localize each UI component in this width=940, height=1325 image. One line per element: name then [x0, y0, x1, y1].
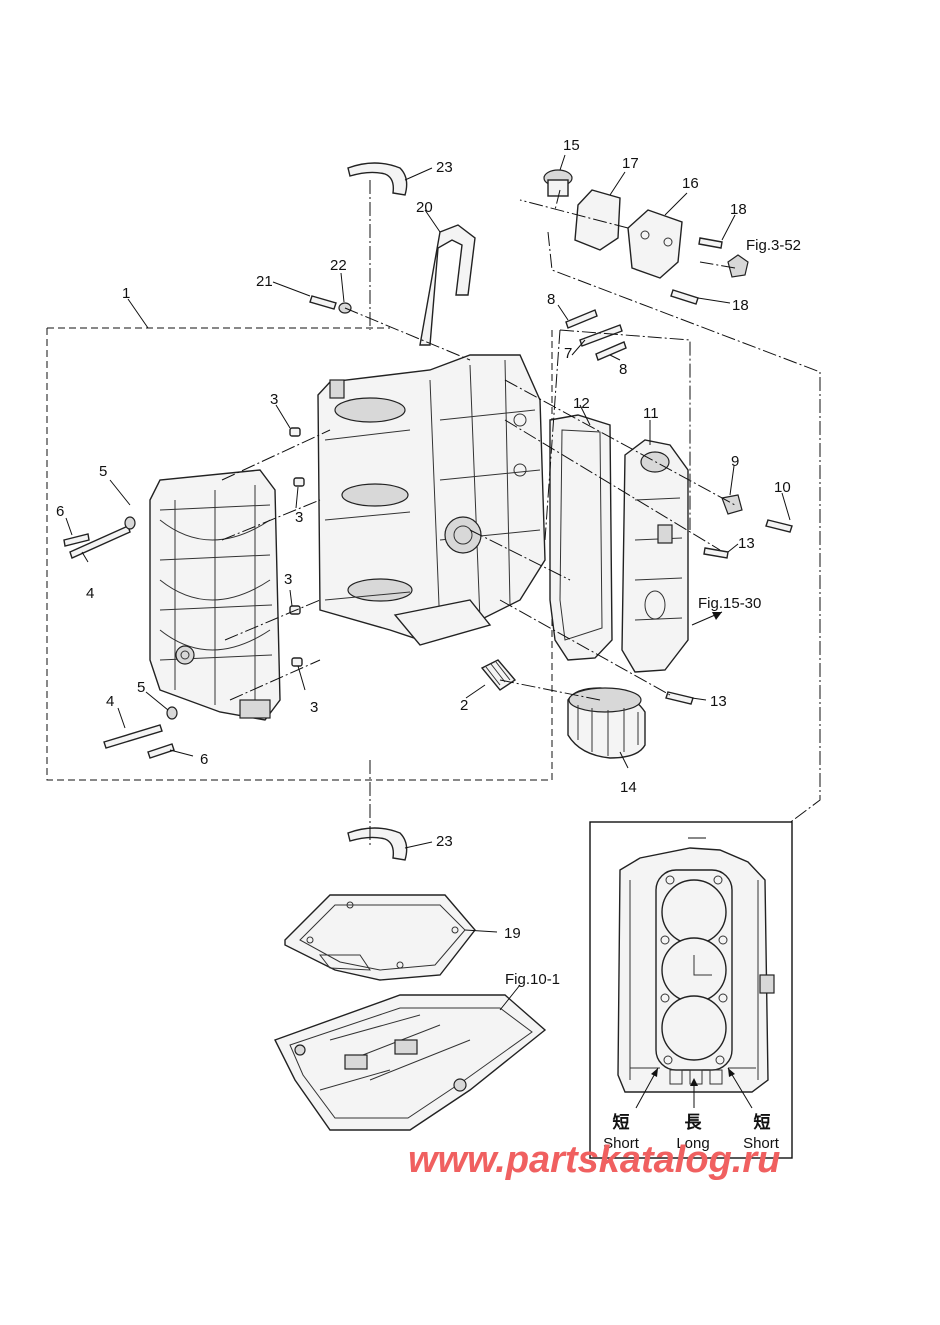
callout-labels: 1 2 3 3 3 3 4 4 5 5 6 6 7 8 8 9 10 11 12… — [56, 137, 791, 942]
bolt-6b[interactable] — [147, 743, 175, 759]
callout-17[interactable]: 17 — [622, 155, 639, 172]
gasket-12-drawing[interactable] — [549, 414, 613, 661]
bolt-6a[interactable] — [63, 533, 90, 547]
callout-3a[interactable]: 3 — [270, 391, 278, 408]
ref-fig-10-1[interactable]: Fig.10-1 — [505, 971, 560, 988]
inset-middle-kanji: 長 — [685, 1113, 703, 1133]
bolt-18a[interactable] — [698, 237, 723, 249]
cylinder-block-drawing[interactable] — [317, 354, 546, 646]
callout-10[interactable]: 10 — [774, 479, 791, 496]
thermostat-15-drawing[interactable] — [543, 169, 573, 197]
callout-3d[interactable]: 3 — [310, 699, 318, 716]
group-1-boundary — [46, 327, 553, 781]
callout-20[interactable]: 20 — [416, 199, 433, 216]
callout-3b[interactable]: 3 — [295, 509, 303, 526]
washer-5b[interactable] — [166, 706, 178, 720]
callout-8b[interactable]: 8 — [619, 361, 627, 378]
callout-9[interactable]: 9 — [731, 453, 739, 470]
inset-left-label: Short — [603, 1135, 640, 1152]
callout-15[interactable]: 15 — [563, 137, 580, 154]
bolt-13a[interactable] — [703, 547, 729, 559]
bolt-13b[interactable] — [665, 691, 694, 705]
crankcase-drawing[interactable] — [149, 469, 281, 721]
callout-21[interactable]: 21 — [256, 273, 273, 290]
plug-2-drawing[interactable] — [480, 659, 517, 691]
dowel-pin-3b[interactable] — [293, 477, 305, 487]
callout-2[interactable]: 2 — [460, 697, 468, 714]
callout-13b[interactable]: 13 — [710, 693, 727, 710]
callout-3c[interactable]: 3 — [284, 571, 292, 588]
callout-6b[interactable]: 6 — [200, 751, 208, 768]
leader-lines — [65, 154, 791, 1011]
callout-22[interactable]: 22 — [330, 257, 347, 274]
callout-4a[interactable]: 4 — [86, 585, 94, 602]
callout-19[interactable]: 19 — [504, 925, 521, 942]
callout-18b[interactable]: 18 — [732, 297, 749, 314]
oil-level-gauge-20-drawing[interactable] — [419, 224, 476, 346]
pin-7[interactable] — [579, 324, 623, 347]
thermostat-cover-16-drawing[interactable] — [627, 209, 683, 279]
callout-1[interactable]: 1 — [122, 285, 130, 302]
callout-16[interactable]: 16 — [682, 175, 699, 192]
callout-6a[interactable]: 6 — [56, 503, 64, 520]
inset-right-kanji: 短 — [754, 1112, 771, 1133]
ref-fig-15-30[interactable]: Fig.15-30 — [698, 595, 761, 612]
thrust-washer-23-top[interactable] — [347, 162, 408, 196]
callout-13a[interactable]: 13 — [738, 535, 755, 552]
callout-4b[interactable]: 4 — [106, 693, 114, 710]
anode-9-drawing[interactable] — [721, 494, 743, 515]
callout-23a[interactable]: 23 — [436, 159, 453, 176]
inset-left-kanji: 短 — [613, 1112, 630, 1133]
callout-5a[interactable]: 5 — [99, 463, 107, 480]
inset-right-label: Short — [743, 1135, 780, 1152]
callout-12[interactable]: 12 — [573, 395, 590, 412]
bolt-4b[interactable] — [103, 724, 163, 749]
fig-15-30-arrowhead — [712, 612, 722, 620]
assembly-lines — [221, 189, 821, 846]
oil-filter-14-drawing[interactable] — [567, 687, 646, 759]
callout-23b[interactable]: 23 — [436, 833, 453, 850]
bolt-21-drawing[interactable] — [309, 295, 337, 310]
dowel-pin-3d[interactable] — [291, 657, 303, 667]
exhaust-cover-11-drawing[interactable] — [621, 439, 689, 673]
callout-7[interactable]: 7 — [564, 345, 572, 362]
bolt-4a[interactable] — [69, 525, 131, 559]
pin-8b[interactable] — [595, 341, 627, 361]
pin-8a[interactable] — [565, 309, 598, 329]
washer-5a[interactable] — [124, 516, 136, 530]
bolt-10[interactable] — [765, 519, 793, 533]
dowel-pin-3a[interactable] — [289, 427, 301, 437]
callout-5b[interactable]: 5 — [137, 679, 145, 696]
inset-middle-label: Long — [676, 1135, 709, 1152]
thrust-washer-23-bottom[interactable] — [347, 827, 408, 861]
inset-bolt-pattern: 短 長 短 Short Long Short — [589, 821, 793, 1159]
ref-fig-3-52[interactable]: Fig.3-52 — [746, 237, 801, 254]
fig-3-52-part-drawing — [727, 254, 749, 278]
bolt-18b[interactable] — [670, 289, 699, 305]
oil-pan-drawing[interactable] — [274, 994, 547, 1131]
callout-8a[interactable]: 8 — [547, 291, 555, 308]
callout-11[interactable]: 11 — [643, 405, 659, 422]
callout-18a[interactable]: 18 — [730, 201, 747, 218]
callout-14[interactable]: 14 — [620, 779, 637, 796]
gasket-19-drawing[interactable] — [284, 894, 476, 981]
watermark: www.partskatalog.ru — [408, 1139, 780, 1181]
gasket-12-inner — [559, 429, 603, 641]
